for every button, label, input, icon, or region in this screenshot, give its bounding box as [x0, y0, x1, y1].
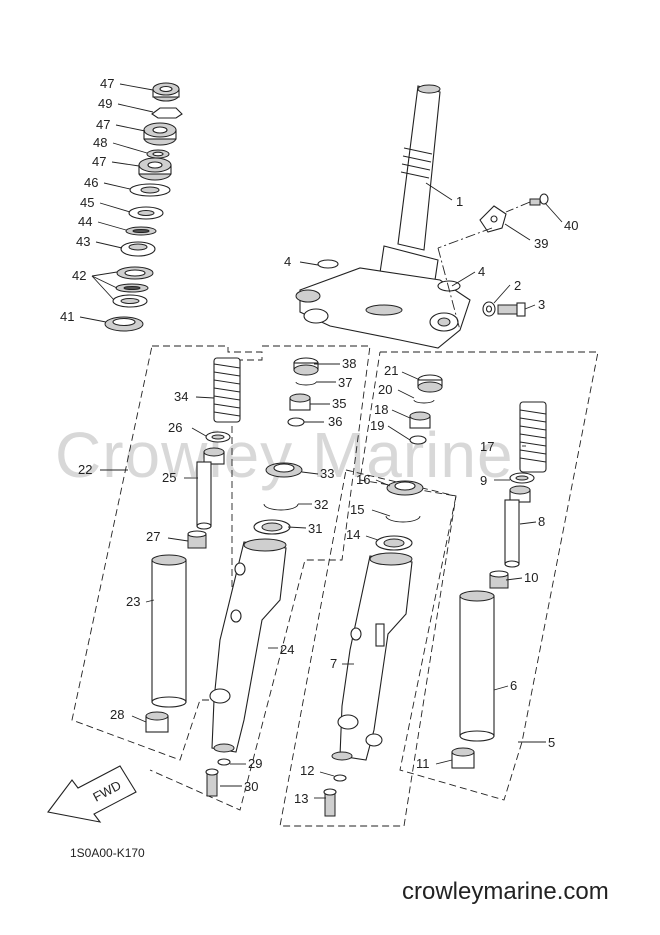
callout-42: 42 — [72, 268, 86, 283]
right-outer-tube-7 — [323, 552, 413, 817]
callout-25: 25 — [162, 470, 176, 485]
callout-32: 32 — [314, 497, 328, 512]
callout-40: 40 — [564, 218, 578, 233]
callout-27: 27 — [146, 529, 160, 544]
callout-30: 30 — [244, 779, 258, 794]
left-outer-tube-24 — [205, 538, 287, 797]
lock-washer — [151, 107, 183, 119]
pinch-bolt — [482, 301, 526, 317]
right-spring-17 — [519, 401, 547, 473]
callout-7: 7 — [330, 656, 337, 671]
right-inner-parts — [451, 472, 535, 769]
callout-4b: 4 — [478, 264, 485, 279]
steering-stem — [295, 84, 471, 349]
callout-36: 36 — [328, 414, 342, 429]
callout-15: 15 — [350, 502, 364, 517]
stem-leaders — [299, 182, 563, 331]
callout-26: 26 — [168, 420, 182, 435]
callout-17: 17 — [480, 439, 494, 454]
callout-43: 43 — [76, 234, 90, 249]
callout-11: 11 — [416, 756, 430, 771]
callout-12: 12 — [300, 763, 314, 778]
callout-9: 9 — [480, 473, 487, 488]
left-spring-34 — [213, 357, 241, 423]
callout-10: 10 — [524, 570, 538, 585]
callout-49: 49 — [98, 96, 112, 111]
right-top-parts — [375, 374, 443, 551]
callout-14: 14 — [346, 527, 360, 542]
callout-47c: 47 — [92, 154, 106, 169]
right-fork-outline — [279, 351, 599, 827]
callout-24: 24 — [280, 642, 294, 657]
callout-20: 20 — [378, 382, 392, 397]
callout-47a: 47 — [100, 76, 114, 91]
callout-39: 39 — [534, 236, 548, 251]
website-link[interactable]: crowleymarine.com — [402, 878, 609, 905]
callout-19: 19 — [370, 418, 384, 433]
steering-bearing-stack — [104, 82, 183, 332]
clip-and-screw — [479, 193, 549, 233]
callout-13: 13 — [294, 791, 308, 806]
callout-34: 34 — [174, 389, 188, 404]
callout-44: 44 — [78, 214, 92, 229]
callout-16: 16 — [356, 472, 370, 487]
callout-28: 28 — [110, 707, 124, 722]
callout-4a: 4 — [284, 254, 291, 269]
callout-2: 2 — [514, 278, 521, 293]
callout-22: 22 — [78, 462, 92, 477]
callout-5: 5 — [548, 735, 555, 750]
callout-46: 46 — [84, 175, 98, 190]
callout-48: 48 — [93, 135, 107, 150]
callout-8: 8 — [538, 514, 545, 529]
callout-45: 45 — [80, 195, 94, 210]
callout-21: 21 — [384, 363, 398, 378]
callout-29: 29 — [248, 756, 262, 771]
fwd-arrow: FWD — [47, 765, 137, 823]
callout-37: 37 — [338, 375, 352, 390]
callout-31: 31 — [308, 521, 322, 536]
stack-leaders — [79, 83, 154, 323]
callout-47b: 47 — [96, 117, 110, 132]
callouts: 47 49 47 48 47 46 45 44 43 42 41 1 4 4 2… — [60, 76, 578, 806]
diagram-code: 1S0A00-K170 — [70, 846, 145, 860]
callout-38: 38 — [342, 356, 356, 371]
left-top-parts — [253, 357, 319, 535]
watermark: Crowley Marine — [55, 419, 514, 491]
callout-41: 41 — [60, 309, 74, 324]
callout-6: 6 — [510, 678, 517, 693]
callout-3: 3 — [538, 297, 545, 312]
fork-leaders — [100, 363, 546, 799]
callout-1: 1 — [456, 194, 463, 209]
callout-18: 18 — [374, 402, 388, 417]
callout-23: 23 — [126, 594, 140, 609]
left-inner-parts — [145, 431, 231, 733]
callout-35: 35 — [332, 396, 346, 411]
callout-33: 33 — [320, 466, 334, 481]
